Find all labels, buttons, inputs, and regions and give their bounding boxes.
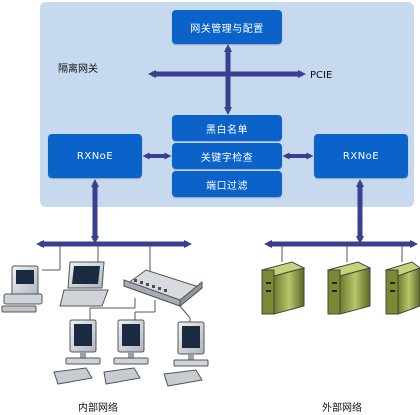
server-icon-2 — [326, 261, 372, 315]
server-icon-1 — [260, 261, 306, 315]
workstation-monitor-icon-3 — [163, 321, 209, 387]
rxnoe-left-box: RXNoE — [48, 134, 142, 178]
keyword-check-box: 关键字检查 — [172, 143, 282, 169]
desktop-computer-icon — [1, 265, 43, 313]
laptop-icon — [59, 261, 109, 307]
whitelist-blacklist-box: 黑白名单 — [172, 115, 282, 141]
internal-drop-lines — [42, 246, 191, 324]
rxnoe-right-box: RXNoE — [314, 134, 408, 178]
pcie-label: PCIE — [310, 70, 333, 81]
external-drop-lines — [281, 246, 403, 262]
server-icon-3 — [384, 261, 420, 315]
internal-network-label: 内部网络 — [78, 403, 118, 414]
external-network-label: 外部网络 — [322, 403, 362, 414]
workstation-monitor-icon-1 — [53, 319, 101, 385]
gateway-management-box: 网关管理与配置 — [172, 10, 282, 44]
port-filter-box: 端口过滤 — [172, 171, 282, 197]
gateway-label: 隔离网关 — [58, 64, 98, 75]
workstation-monitor-icon-2 — [103, 319, 149, 385]
network-switch-icon — [122, 269, 204, 308]
